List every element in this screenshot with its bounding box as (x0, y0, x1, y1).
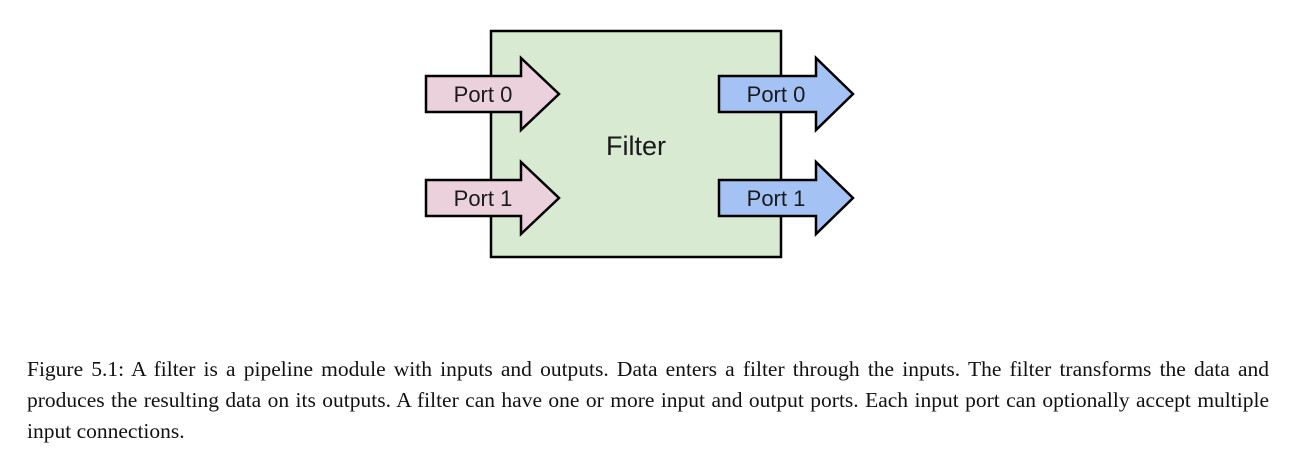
output-port-0-arrow (717, 55, 855, 133)
input-port-0-arrow (424, 55, 561, 133)
input-port-0-label: Port 0 (454, 82, 513, 107)
filter-box (489, 29, 783, 259)
output-port-1-arrow (717, 159, 855, 237)
output-port-1-label: Port 1 (747, 186, 806, 211)
input-port-1-arrow (424, 159, 561, 237)
filter-label: Filter (606, 131, 666, 161)
figure-caption: Figure 5.1: A filter is a pipeline modul… (27, 357, 1269, 443)
filter-diagram: Filter Port 0 Port 1 Port 0 Port 1 (424, 29, 855, 259)
input-port-1-label: Port 1 (454, 186, 513, 211)
output-port-0-label: Port 0 (747, 82, 806, 107)
